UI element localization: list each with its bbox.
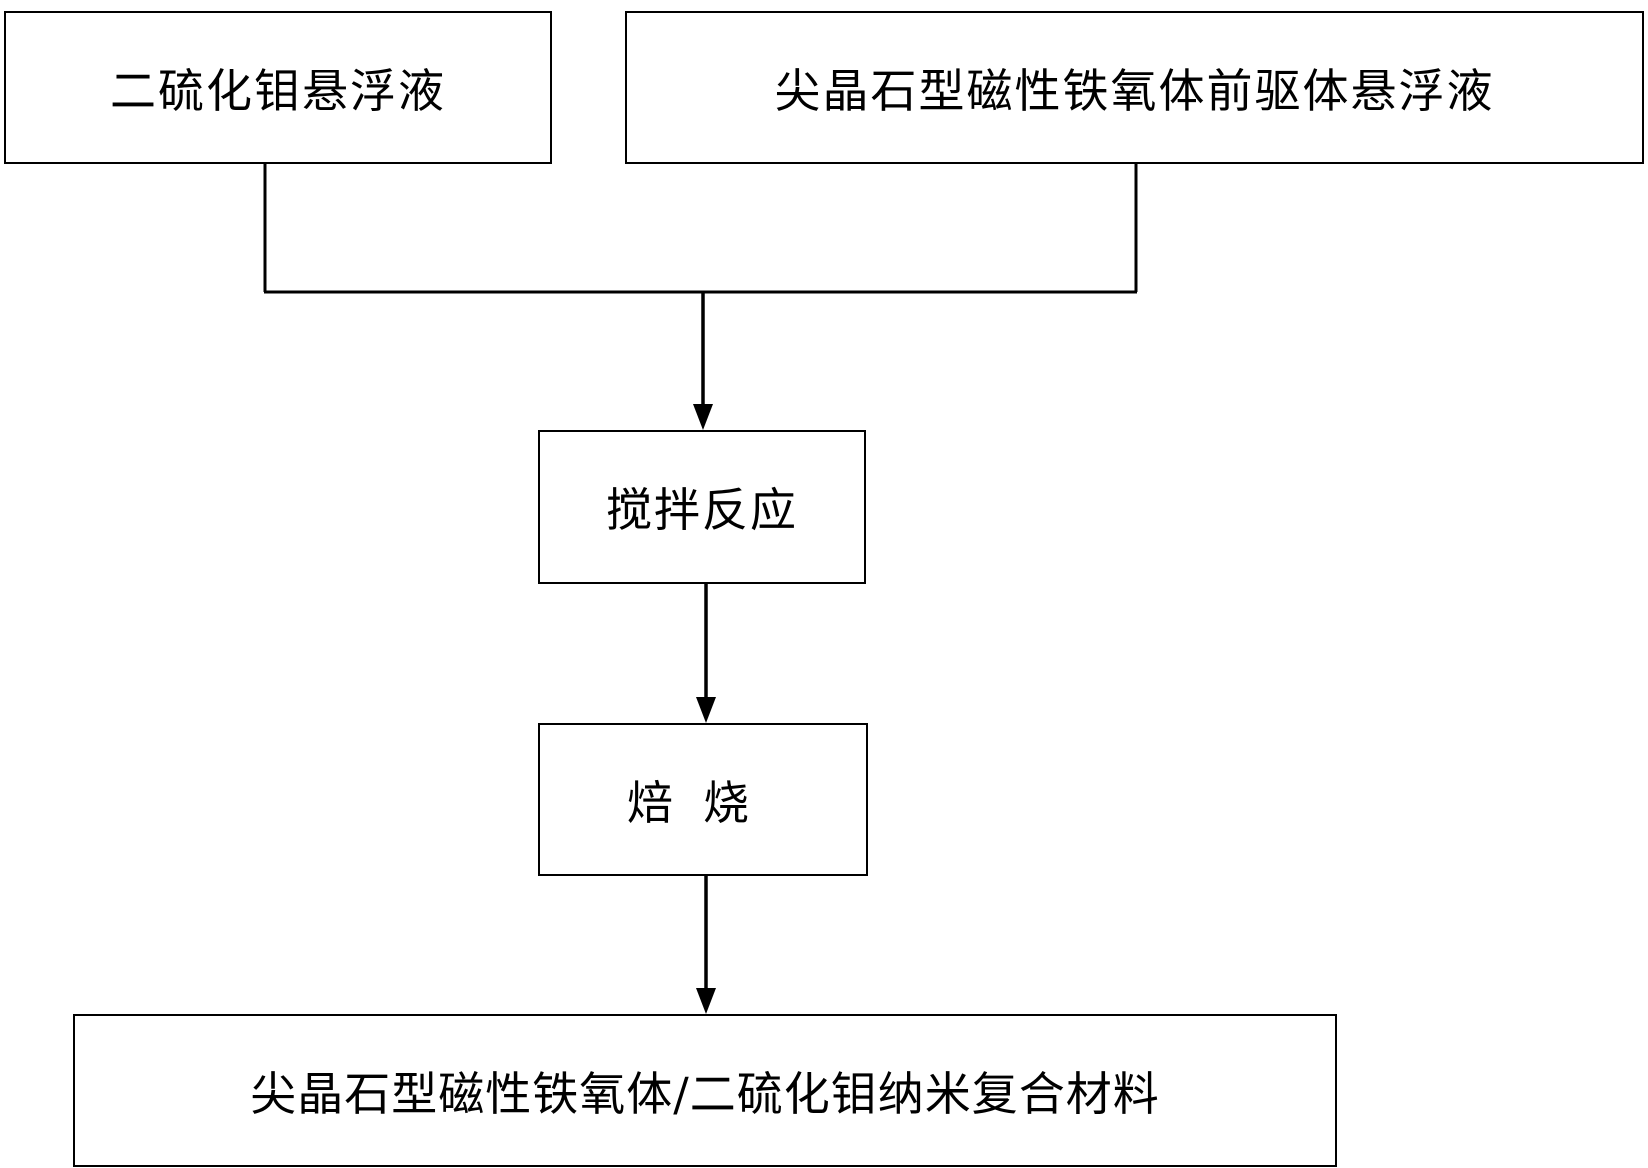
node-ferrite-precursor-suspension: 尖晶石型磁性铁氧体前驱体悬浮液 [625, 11, 1644, 164]
node-mos2-suspension: 二硫化钼悬浮液 [4, 11, 552, 164]
node-product: 尖晶石型磁性铁氧体/二硫化钼纳米复合材料 [73, 1014, 1337, 1167]
node-mos2-suspension-label: 二硫化钼悬浮液 [110, 63, 446, 118]
node-roasting: 焙烧 [538, 723, 868, 876]
node-ferrite-precursor-suspension-label: 尖晶石型磁性铁氧体前驱体悬浮液 [774, 63, 1495, 118]
node-stirring-reaction: 搅拌反应 [538, 430, 866, 584]
node-stirring-reaction-label: 搅拌反应 [606, 483, 798, 537]
arrowhead-to-product [696, 988, 716, 1014]
arrowhead-to-stirring [693, 404, 713, 430]
node-product-label: 尖晶石型磁性铁氧体/二硫化钼纳米复合材料 [250, 1066, 1160, 1121]
node-roasting-label: 焙烧 [627, 775, 779, 830]
arrowhead-to-roasting [696, 697, 716, 723]
